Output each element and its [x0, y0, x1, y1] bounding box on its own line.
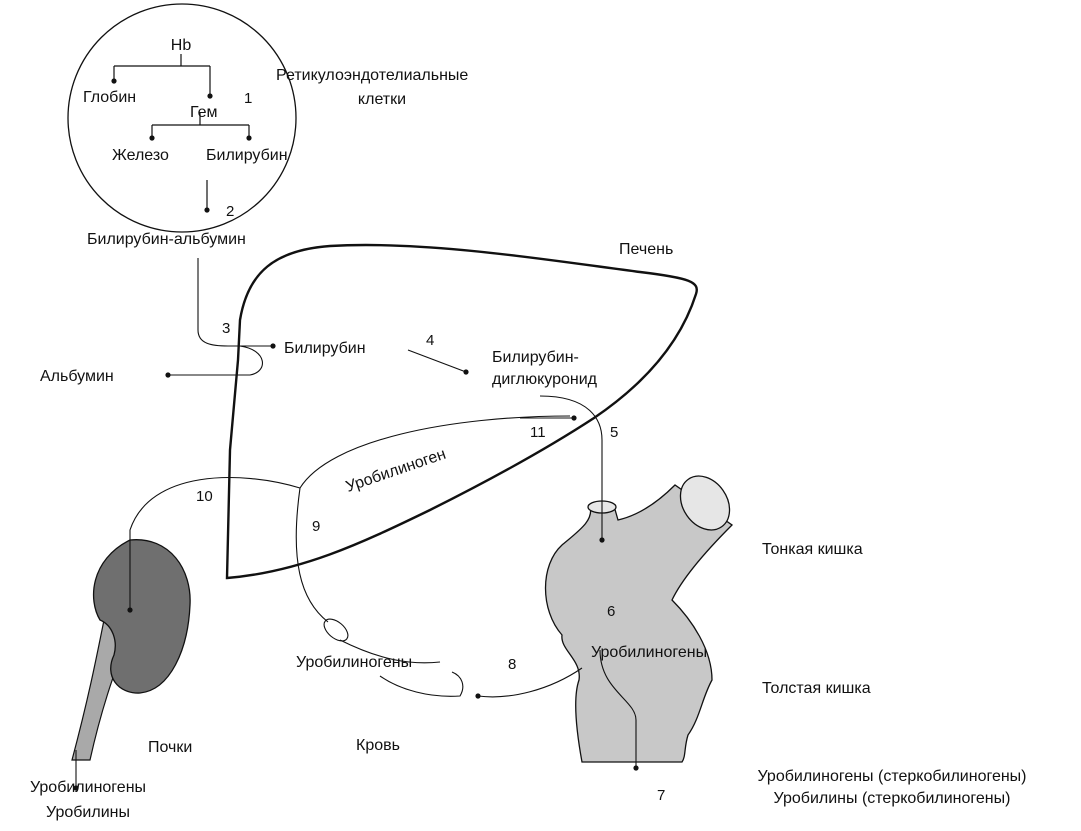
step-10: 10: [196, 488, 213, 505]
step-9: 9: [312, 518, 320, 535]
label-gem: Гем: [190, 104, 218, 121]
label-kidneys: Почки: [148, 739, 192, 756]
kidney: [71, 539, 191, 761]
label-urobilinogens-gut: Уробилиногены: [591, 644, 707, 661]
label-iron: Железо: [112, 147, 169, 164]
label-liver: Печень: [619, 241, 673, 258]
label-globin: Глобин: [83, 89, 136, 106]
step-1: 1: [244, 90, 252, 107]
label-urobilinogen-liver: Уробилиноген: [344, 446, 448, 496]
label-bilirubin-albumin: Билирубин-альбумин: [87, 231, 246, 248]
label-bilirubin-cell: Билирубин: [206, 147, 288, 164]
step-3: 3: [222, 320, 230, 337]
liver-outline: [225, 243, 698, 580]
arrow-10-to-kidney: [127, 477, 301, 613]
step-8: 8: [508, 656, 516, 673]
step-7: 7: [657, 787, 665, 804]
label-reticulo-line2: клетки: [358, 91, 406, 108]
label-kidney-out-line1: Уробилиногены: [30, 779, 146, 796]
label-kidney-out-line2: Уробилины: [46, 804, 130, 821]
label-bdg-line2: диглюкуронид: [492, 371, 598, 388]
reticuloendothelial-cell: [67, 3, 297, 233]
arrow-4-conjugation: [407, 349, 469, 375]
label-stool-out-line1: Уробилиногены (стеркобилиногены): [757, 768, 1026, 785]
kidney-body: [92, 539, 191, 694]
label-bdg-line1: Билирубин-: [492, 349, 579, 366]
label-small-intestine: Тонкая кишка: [762, 541, 863, 558]
arrow-5-bile: [539, 395, 605, 543]
label-urobilinogens-blood: Уробилиногены: [296, 654, 412, 671]
label-hb: Hb: [171, 37, 192, 54]
blood-vessel-loop: [295, 415, 571, 697]
label-blood: Кровь: [356, 737, 400, 754]
arrow-3-uptake: [197, 258, 276, 349]
intestine-body: [544, 484, 734, 763]
step-2: 2: [226, 203, 234, 220]
heme-breakdown-tree: [111, 54, 252, 213]
label-albumin: Альбумин: [40, 368, 114, 385]
intestine: [544, 475, 734, 763]
intestine-right-opening: [679, 475, 731, 531]
arrow-albumin-release: [165, 345, 263, 378]
label-large-intestine: Толстая кишка: [762, 680, 871, 697]
arrow-7-excretion: [599, 649, 639, 771]
step-5: 5: [610, 424, 618, 441]
step-6: 6: [607, 603, 615, 620]
arrow-8-to-blood: [475, 667, 583, 699]
flow-arrows: [73, 258, 639, 791]
label-reticulo-line1: Ретикулоэндотелиальные: [276, 67, 468, 84]
label-stool-out-line2: Уробилины (стеркобилиногены): [774, 790, 1011, 807]
step-4: 4: [426, 332, 434, 349]
step-11: 11: [530, 424, 546, 441]
label-bilirubin-liver: Билирубин: [284, 340, 366, 357]
